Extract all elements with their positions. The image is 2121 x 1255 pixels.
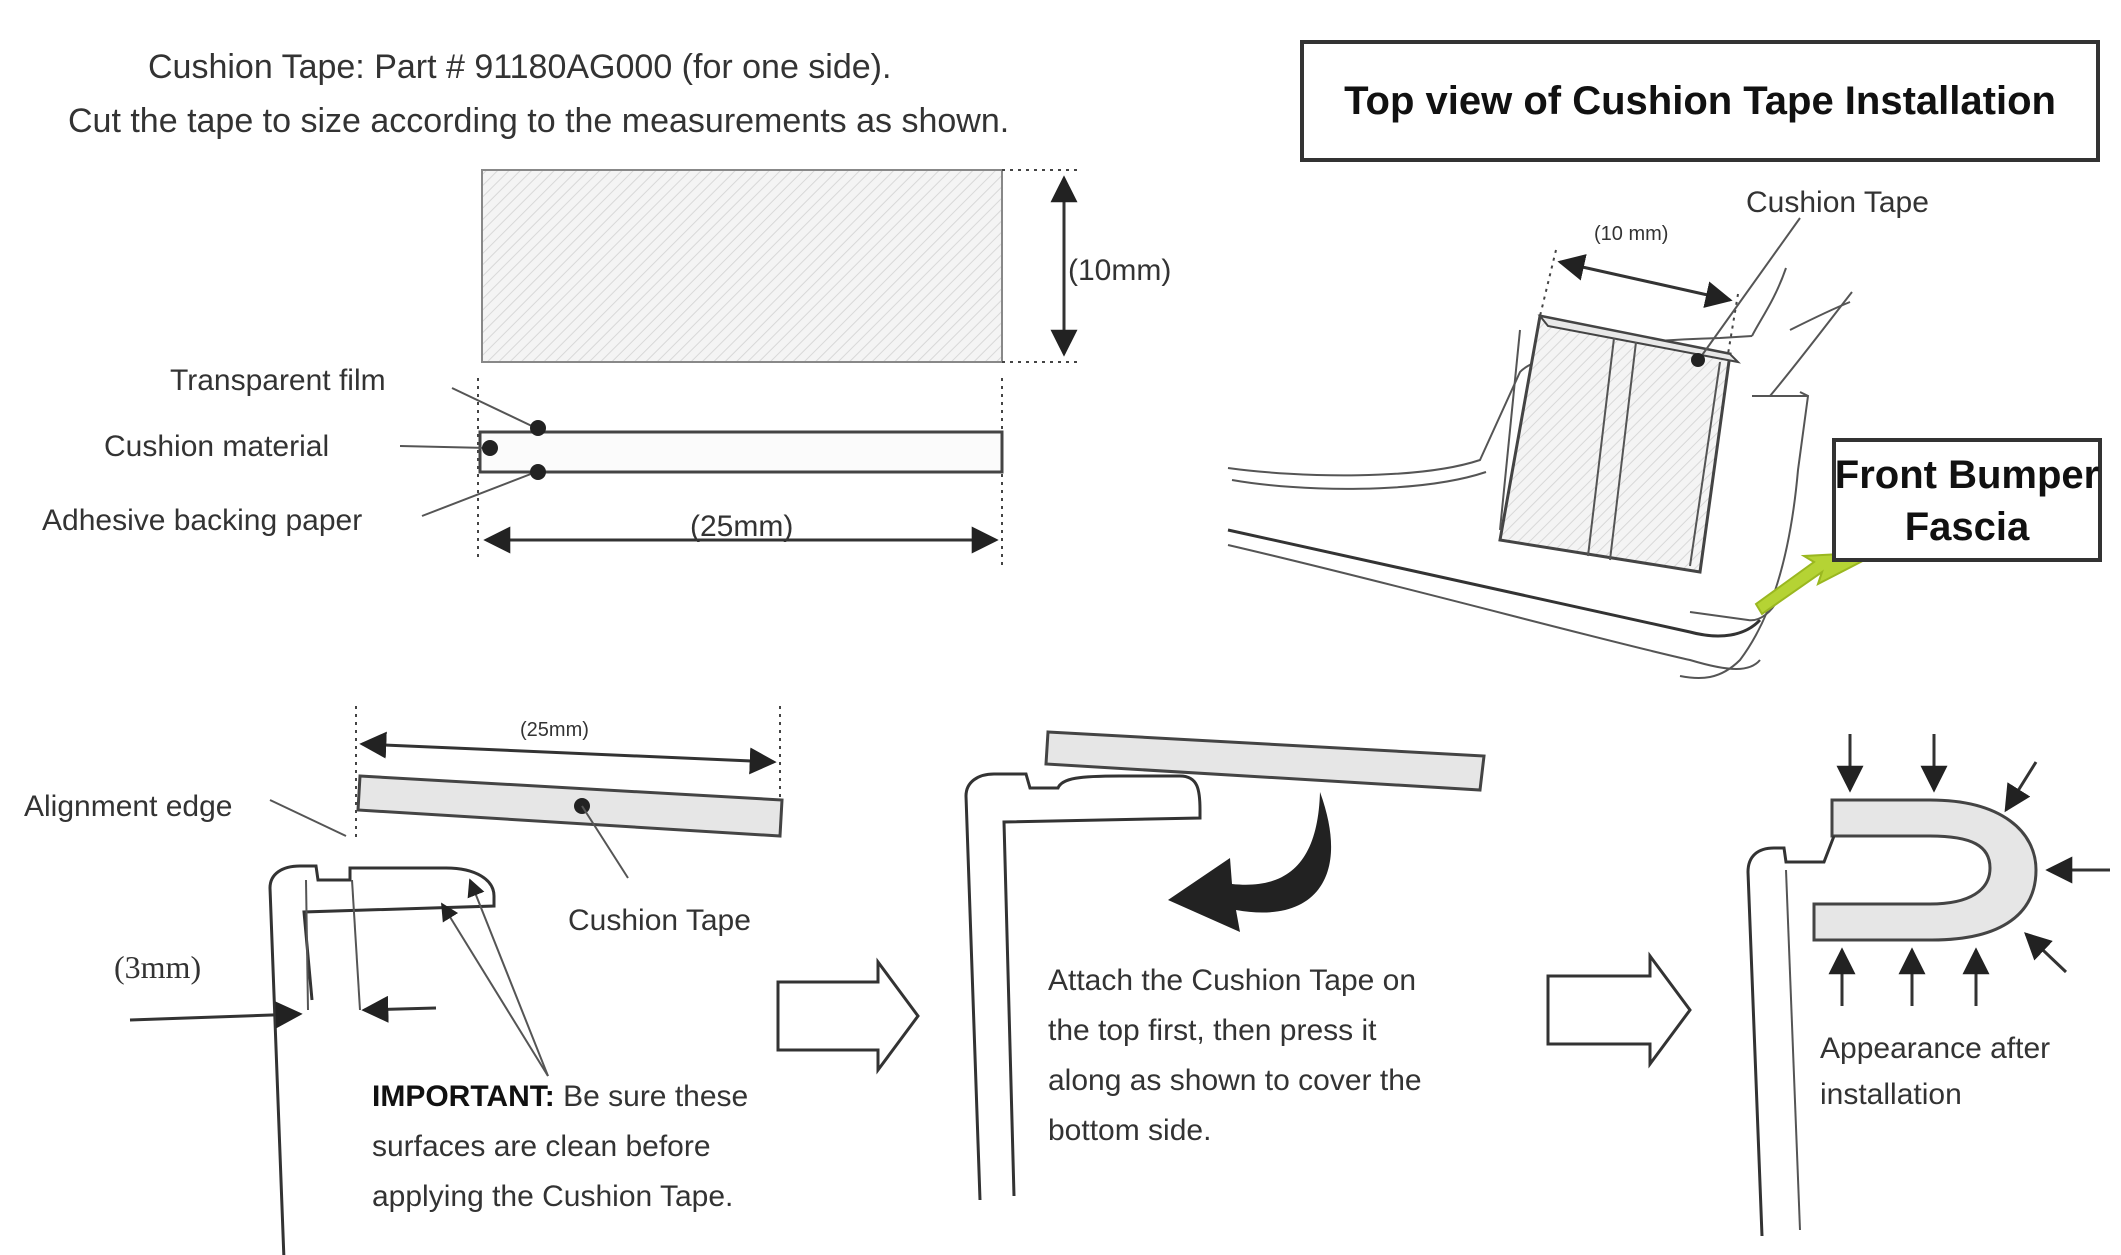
step-3-drawing — [1746, 734, 2110, 1237]
step-2-line-4: bottom side. — [1048, 1114, 1211, 1147]
step-1-length-label: (25mm) — [520, 719, 589, 741]
fascia-label-box — [1832, 438, 2102, 562]
fascia-label-line-2: Fascia — [1905, 505, 2030, 549]
step-1-tape-label: Cushion Tape — [568, 904, 751, 937]
top-view-drawing — [1227, 217, 1881, 680]
step-2-line-1: Attach the Cushion Tape on — [1048, 964, 1416, 997]
header-line-2: Cut the tape to size according to the me… — [68, 102, 1009, 140]
important-note-line-3: applying the Cushion Tape. — [372, 1180, 733, 1213]
top-view-title-box — [1300, 40, 2100, 162]
step-1-drawing — [129, 706, 784, 1255]
important-note-line-2: surfaces are clean before — [372, 1130, 711, 1163]
step-arrow-1 — [776, 957, 920, 1075]
tape-face-drawing — [481, 169, 1082, 363]
tape-length-label: (25mm) — [690, 510, 793, 543]
top-view-width-label: (10 mm) — [1594, 223, 1668, 245]
tape-profile-drawing — [399, 378, 1004, 570]
important-note-line-1: IMPORTANT: Be sure these — [372, 1080, 748, 1113]
step-2-line-2: the top first, then press it — [1048, 1014, 1377, 1047]
layer-adhesive-label: Adhesive backing paper — [42, 504, 362, 537]
offset-label: (3mm) — [114, 949, 201, 985]
step-2-drawing — [964, 730, 1486, 1201]
step-arrow-2 — [1546, 951, 1692, 1069]
header-line-1: Cushion Tape: Part # 91180AG000 (for one… — [148, 48, 891, 86]
layer-film-label: Transparent film — [170, 364, 386, 397]
step-2-line-3: along as shown to cover the — [1048, 1064, 1422, 1097]
fascia-label-line-1: Front Bumper — [1835, 453, 2099, 497]
step-3-line-2: installation — [1820, 1078, 1962, 1111]
alignment-edge-label: Alignment edge — [24, 790, 232, 823]
layer-cushion-label: Cushion material — [104, 430, 329, 463]
important-note-text: Be sure these — [555, 1080, 748, 1113]
top-view-title: Top view of Cushion Tape Installation — [1344, 79, 2056, 123]
important-keyword: IMPORTANT: — [372, 1080, 555, 1113]
top-view-tape-label: Cushion Tape — [1746, 186, 1929, 219]
step-3-line-1: Appearance after — [1820, 1032, 2050, 1065]
tape-height-label: (10mm) — [1068, 254, 1171, 287]
